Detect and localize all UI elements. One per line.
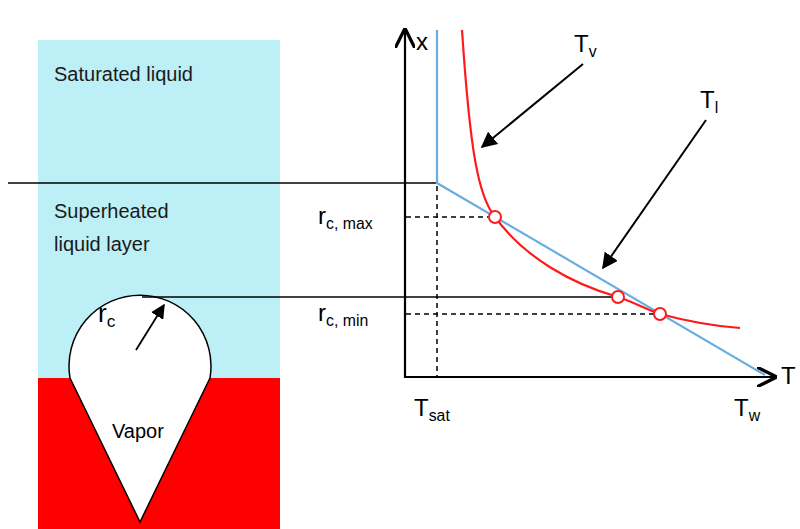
symbol-label: Tl: [700, 86, 718, 115]
symbol-main: T: [414, 394, 429, 421]
symbol-main: r: [318, 202, 326, 229]
text-label: x: [416, 28, 428, 57]
symbol-subscript: c: [107, 311, 116, 331]
symbol-main: T: [574, 30, 589, 57]
vapor-bubble: [69, 295, 211, 522]
text-label: T: [781, 362, 796, 391]
dashed-guide: [436, 186, 438, 377]
dashed-guide: [406, 216, 489, 218]
liquid-band: Superheated liquid layer: [38, 183, 280, 293]
symbol-subscript: c, max: [326, 215, 373, 232]
bubble-top-line: [142, 296, 612, 298]
liquid-temperature-line: [437, 30, 765, 375]
symbol-label: Tw: [734, 394, 760, 423]
vapor-temperature-curve: [462, 30, 740, 328]
symbol-main: T: [700, 86, 715, 113]
symbol-subscript: w: [749, 407, 760, 424]
text-label: Vapor: [112, 419, 164, 443]
symbol-subscript: v: [589, 43, 597, 60]
intersection-marker: [489, 211, 501, 223]
radius-arrow: [136, 305, 164, 350]
symbol-label: Tv: [574, 30, 597, 59]
symbol-label: rc: [98, 298, 115, 329]
region-label: Superheated liquid layer: [54, 195, 194, 261]
symbol-label: Tsat: [414, 394, 450, 423]
callout-arrow: [603, 120, 706, 268]
intersection-marker: [654, 308, 666, 320]
layer-edge-line: [8, 182, 437, 184]
t-axis: [404, 376, 775, 378]
region-label: Saturated liquid: [54, 58, 274, 91]
symbol-subscript: c, min: [326, 312, 368, 329]
symbol-subscript: sat: [429, 407, 450, 424]
intersection-marker: [612, 291, 624, 303]
symbol-label: rc, max: [318, 202, 373, 231]
callout-arrow: [482, 64, 583, 147]
dashed-guide: [406, 313, 654, 315]
symbol-label: rc, min: [318, 299, 368, 328]
symbol-main: r: [318, 299, 326, 326]
symbol-main: T: [734, 394, 749, 421]
symbol-subscript: l: [715, 99, 719, 116]
liquid-band: Saturated liquid: [38, 40, 280, 183]
symbol-main: r: [98, 298, 107, 328]
x-axis: [404, 30, 406, 378]
